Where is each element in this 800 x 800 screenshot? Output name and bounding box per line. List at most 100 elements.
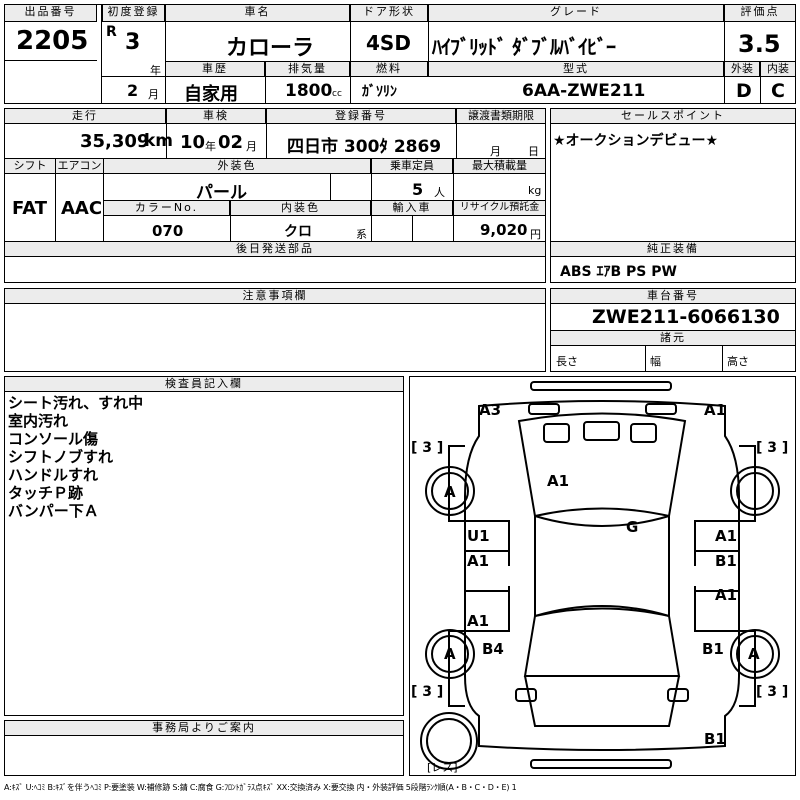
transfer-label: 譲渡書類期限 — [456, 108, 546, 124]
model-label: 型式 — [428, 61, 724, 77]
inspection-year-unit: 年 — [205, 140, 216, 153]
mark-wheel-rear-left: A — [444, 645, 456, 663]
era: R — [106, 24, 117, 40]
mileage-label: 走行 — [4, 108, 166, 124]
grade-label: グレード — [428, 4, 724, 22]
vehicle-info-block — [4, 108, 546, 242]
inspector-line: 室内汚れ — [8, 412, 69, 430]
mark-wheel-front-left: A — [444, 483, 456, 501]
mark-b1-bottom: B1 — [704, 730, 726, 748]
lot-label: 出品番号 — [4, 4, 97, 22]
later-parts-label: 後日発送部品 — [4, 241, 546, 257]
chassis-label: 車台番号 — [550, 288, 796, 304]
tire-front-right: [ 3 ] — [756, 440, 789, 456]
reg-no-label: 登録番号 — [266, 108, 456, 124]
mark-a1-left-rear: A1 — [467, 612, 490, 630]
mark-b1-right-rear: B1 — [702, 640, 724, 658]
mark-a1-left-door: A1 — [467, 552, 490, 570]
chassis-number: ZWE211-6066130 — [592, 306, 780, 328]
int-color-label: 内装色 — [230, 200, 371, 216]
ext-grade: D — [736, 80, 752, 102]
capacity-label: 乗車定員 — [371, 158, 453, 174]
legend: A:ｷｽﾞ U:ﾍｺﾐ B:ｷｽﾞを伴うﾍｺﾐ P:要塗装 W:補修跡 S:錆 … — [4, 783, 517, 792]
load-label: 最大積載量 — [453, 158, 546, 174]
grade: ﾊｲﾌﾞﾘｯﾄﾞ ﾀﾞﾌﾞﾙﾊﾞｲﾋﾞｰ — [432, 35, 616, 59]
inspection-month: 02 — [218, 132, 244, 153]
name-label: 車名 — [165, 4, 350, 22]
mark-a1-right-rear: A1 — [715, 586, 738, 604]
displacement-unit: cc — [332, 89, 342, 99]
capacity-unit: 人 — [434, 186, 445, 199]
score: 3.5 — [738, 30, 781, 58]
mark-a3: A3 — [479, 401, 502, 419]
mark-b4: B4 — [482, 640, 504, 658]
mark-wheel-rear-right: A — [748, 645, 760, 663]
spec-height: 高さ — [727, 355, 749, 368]
inspection-year: 10 — [180, 132, 206, 153]
model: 6AA-ZWE211 — [522, 81, 646, 101]
inspector-line: ハンドルすれ — [8, 466, 99, 484]
color-label: 外装色 — [103, 158, 371, 174]
spec-length: 長さ — [556, 355, 578, 368]
int-grade: C — [771, 80, 785, 102]
inspector-line: シート汚れ、すれ中 — [8, 394, 144, 412]
mileage: 35,309 — [80, 131, 150, 152]
inspector-line: タッチＰ跡 — [8, 484, 84, 502]
tire-front-left: [ 3 ] — [411, 440, 444, 456]
notes-label: 注意事項欄 — [4, 288, 546, 304]
door-label: ドア形状 — [350, 4, 428, 22]
lot-number: 2205 — [16, 26, 89, 56]
recycle-fee: 9,020 — [480, 221, 528, 239]
car-name: カローラ — [226, 36, 315, 61]
office-label: 事務局よりご案内 — [4, 720, 404, 736]
mark-u1: U1 — [467, 527, 490, 545]
mark-a1-top-right: A1 — [704, 401, 727, 419]
mark-a1-hood: A1 — [547, 472, 570, 490]
ext-label: 外装 — [724, 61, 760, 77]
int-color-suffix: 系 — [356, 228, 367, 241]
shift-label: シフト — [4, 158, 56, 174]
recycle-label: リサイクル預託金 — [453, 200, 546, 216]
mileage-unit: km — [144, 131, 174, 151]
recycle-unit: 円 — [530, 228, 541, 241]
inspector-line: シフトノブすれ — [8, 448, 114, 466]
fuel: ｶﾞｿﾘﾝ — [362, 84, 397, 100]
load-unit: kg — [528, 184, 542, 197]
color-no-label: カラーNo. — [103, 200, 230, 216]
reg-month-unit: 月 — [148, 88, 159, 101]
shift: FAT — [12, 198, 48, 219]
tire-rear-right: [ 3 ] — [756, 684, 789, 700]
reg-year: 3 — [125, 30, 141, 55]
inspection-month-unit: 月 — [246, 140, 257, 153]
spec-width: 幅 — [650, 355, 661, 368]
color: パール — [196, 183, 247, 203]
sales-point-block — [550, 108, 796, 242]
tire-rear-left: [ 3 ] — [411, 684, 444, 700]
reg-year-unit: 年 — [150, 64, 161, 77]
mark-a1-right-door: A1 — [715, 527, 738, 545]
int-color: クロ — [284, 224, 312, 240]
mark-g: G — [626, 518, 639, 536]
transfer-month-unit: 月 — [490, 145, 501, 158]
history: 自家用 — [184, 84, 238, 105]
equipment-label: 純正装備 — [550, 241, 796, 257]
color-no: 070 — [152, 222, 184, 240]
ac: AAC — [61, 198, 103, 219]
fuel-label: 燃料 — [350, 61, 428, 77]
inspector-label: 検査員記入欄 — [4, 376, 404, 392]
car-diagram — [409, 376, 796, 776]
mark-b1-right-door: B1 — [715, 552, 737, 570]
score-label: 評価点 — [724, 4, 796, 22]
reg-number: 四日市 300ﾀ 2869 — [287, 137, 442, 157]
history-label: 車歴 — [165, 61, 265, 77]
reg-month: 2 — [127, 81, 139, 100]
inspection-label: 車検 — [166, 108, 266, 124]
inspector-line: コンソール傷 — [8, 430, 99, 448]
transfer-day-unit: 日 — [528, 145, 539, 158]
specs-label: 諸元 — [550, 330, 796, 346]
displacement: 1800 — [285, 81, 333, 101]
capacity: 5 — [412, 180, 424, 199]
inspector-notes: シート汚れ、すれ中 室内汚れ コンソール傷 シフトノブすれ ハンドルすれ タッチ… — [8, 394, 143, 520]
inspector-line: バンパー下Ａ — [8, 502, 99, 520]
displacement-label: 排気量 — [265, 61, 350, 77]
